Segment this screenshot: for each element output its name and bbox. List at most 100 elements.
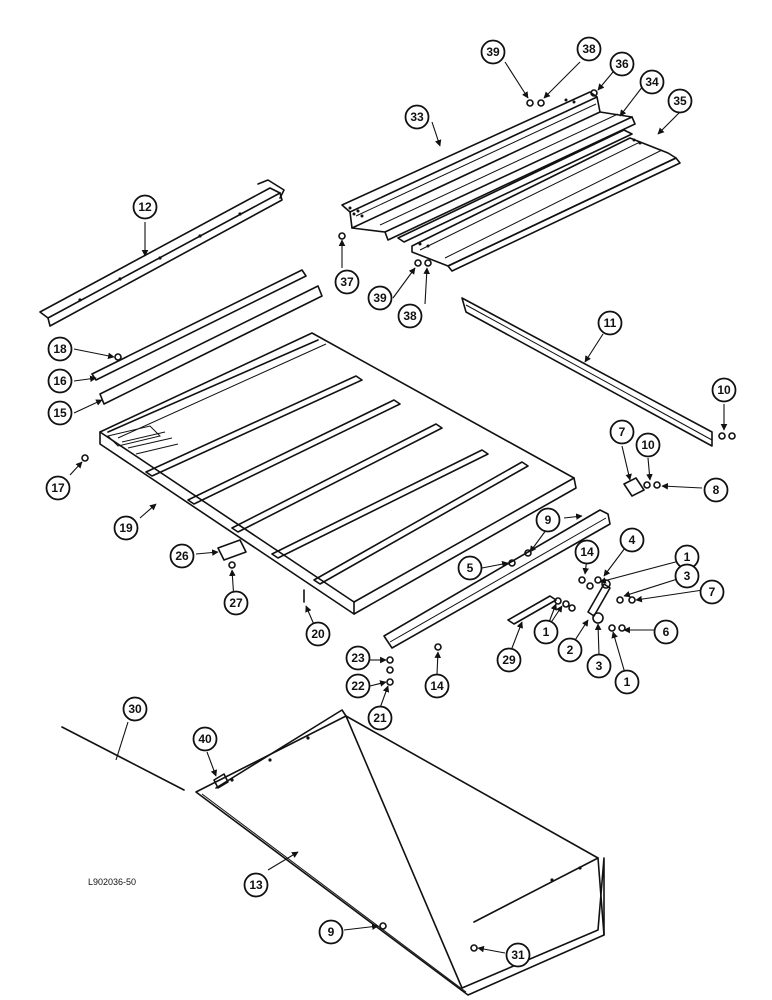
svg-text:18: 18 bbox=[53, 342, 67, 356]
svg-text:14: 14 bbox=[430, 679, 444, 693]
callout-10: 10 bbox=[711, 377, 737, 403]
callout-34: 34 bbox=[639, 69, 665, 95]
callout-39: 39 bbox=[480, 39, 506, 65]
callout-6: 6 bbox=[653, 619, 679, 645]
callout-4: 4 bbox=[619, 527, 645, 553]
callout-30: 30 bbox=[122, 696, 148, 722]
svg-text:3: 3 bbox=[684, 569, 691, 583]
svg-text:6: 6 bbox=[663, 625, 670, 639]
callout-37: 37 bbox=[334, 269, 360, 295]
callout-14: 14 bbox=[574, 539, 600, 565]
svg-text:33: 33 bbox=[410, 110, 424, 124]
svg-text:31: 31 bbox=[511, 948, 525, 962]
svg-text:1: 1 bbox=[684, 550, 691, 564]
callout-40: 40 bbox=[192, 726, 218, 752]
top-tray-assembly bbox=[341, 91, 681, 272]
svg-text:14: 14 bbox=[580, 545, 594, 559]
link-arm bbox=[587, 579, 611, 624]
svg-text:23: 23 bbox=[351, 651, 365, 665]
svg-text:9: 9 bbox=[328, 925, 335, 939]
callout-10b: 10 bbox=[635, 432, 661, 458]
callout-16: 16 bbox=[47, 368, 73, 394]
svg-text:39: 39 bbox=[373, 291, 387, 305]
frame-bar bbox=[39, 179, 285, 327]
svg-text:20: 20 bbox=[311, 627, 325, 641]
callout-31: 31 bbox=[505, 942, 531, 968]
callout-19: 19 bbox=[113, 515, 139, 541]
callout-7b: 7 bbox=[699, 579, 725, 605]
rail-11 bbox=[461, 297, 713, 447]
svg-text:1: 1 bbox=[543, 625, 550, 639]
svg-text:16: 16 bbox=[53, 374, 67, 388]
callout-21: 21 bbox=[367, 705, 393, 731]
callout-1b: 1 bbox=[533, 619, 559, 645]
bracket-29 bbox=[507, 595, 557, 625]
svg-text:7: 7 bbox=[619, 425, 626, 439]
svg-text:35: 35 bbox=[673, 94, 687, 108]
callout-20: 20 bbox=[305, 621, 331, 647]
callout-14b: 14 bbox=[424, 673, 450, 699]
callout-7: 7 bbox=[609, 419, 635, 445]
svg-text:3: 3 bbox=[596, 659, 603, 673]
svg-text:19: 19 bbox=[119, 521, 133, 535]
svg-text:4: 4 bbox=[629, 533, 636, 547]
callout-11: 11 bbox=[597, 310, 623, 336]
svg-text:11: 11 bbox=[604, 316, 617, 330]
svg-text:5: 5 bbox=[467, 561, 474, 575]
callout-1c: 1 bbox=[614, 669, 640, 695]
callout-29: 29 bbox=[496, 647, 522, 673]
callout-38: 38 bbox=[576, 36, 602, 62]
svg-text:10: 10 bbox=[641, 438, 655, 452]
svg-text:2: 2 bbox=[567, 643, 574, 657]
callout-36: 36 bbox=[609, 51, 635, 77]
svg-text:29: 29 bbox=[502, 653, 516, 667]
callout-38b: 38 bbox=[397, 303, 423, 329]
callout-13: 13 bbox=[243, 872, 269, 898]
svg-text:30: 30 bbox=[128, 702, 142, 716]
svg-text:12: 12 bbox=[138, 200, 152, 214]
leader-lines bbox=[69, 61, 728, 954]
bottom-pan bbox=[195, 709, 605, 996]
callout-8: 8 bbox=[703, 477, 729, 503]
svg-text:17: 17 bbox=[51, 481, 65, 495]
svg-text:8: 8 bbox=[713, 483, 720, 497]
svg-text:13: 13 bbox=[249, 878, 263, 892]
support-arm bbox=[383, 509, 611, 649]
callout-17: 17 bbox=[45, 475, 71, 501]
svg-text:38: 38 bbox=[403, 309, 417, 323]
callout-3b: 3 bbox=[586, 653, 612, 679]
rod-30 bbox=[61, 726, 185, 791]
callout-9b: 9 bbox=[318, 919, 344, 945]
svg-text:37: 37 bbox=[340, 275, 354, 289]
callout-23: 23 bbox=[345, 645, 371, 671]
svg-text:15: 15 bbox=[53, 406, 67, 420]
callout-15: 15 bbox=[47, 400, 73, 426]
svg-text:27: 27 bbox=[229, 596, 243, 610]
strip-15 bbox=[99, 285, 323, 405]
callout-2: 2 bbox=[557, 637, 583, 663]
callout-26: 26 bbox=[169, 543, 195, 569]
svg-text:39: 39 bbox=[486, 45, 500, 59]
tray-rivets bbox=[348, 98, 642, 248]
svg-text:40: 40 bbox=[198, 732, 212, 746]
callout-35: 35 bbox=[667, 88, 693, 114]
callout-3: 3 bbox=[674, 563, 700, 589]
main-frame bbox=[99, 332, 577, 615]
svg-text:21: 21 bbox=[373, 711, 387, 725]
svg-text:10: 10 bbox=[717, 383, 731, 397]
callout-12: 12 bbox=[132, 194, 158, 220]
callout-22: 22 bbox=[345, 673, 371, 699]
callout-9: 9 bbox=[535, 507, 561, 533]
callout-5: 5 bbox=[457, 555, 483, 581]
svg-text:26: 26 bbox=[175, 549, 189, 563]
callout-39b: 39 bbox=[367, 285, 393, 311]
svg-text:34: 34 bbox=[645, 75, 659, 89]
callout-27: 27 bbox=[223, 590, 249, 616]
drawing-reference-code: L902036-50 bbox=[88, 877, 136, 887]
svg-text:36: 36 bbox=[615, 57, 629, 71]
svg-text:7: 7 bbox=[709, 585, 716, 599]
svg-text:1: 1 bbox=[624, 675, 631, 689]
svg-text:9: 9 bbox=[545, 513, 552, 527]
callout-33: 33 bbox=[404, 104, 430, 130]
hardware bbox=[81, 89, 736, 952]
